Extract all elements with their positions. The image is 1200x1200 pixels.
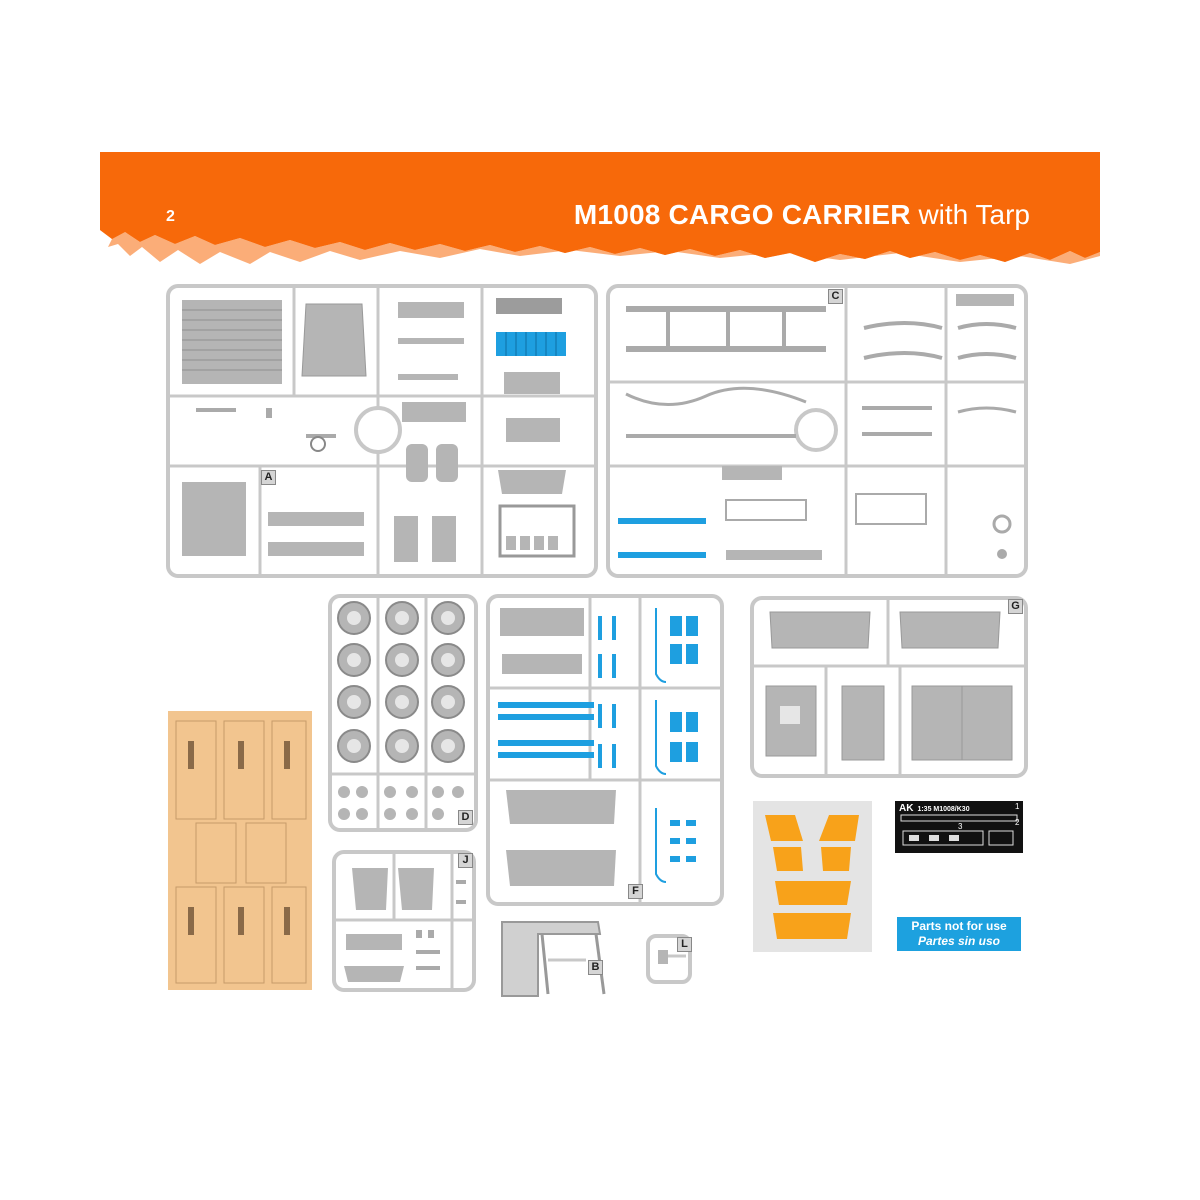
photoetch-drawing	[900, 814, 1018, 846]
clear-parts-panel	[753, 801, 872, 952]
sprue-b: B	[496, 916, 612, 1002]
blue-grille-part	[496, 332, 566, 356]
header-banner	[100, 152, 1100, 270]
sprue-a-drawing	[166, 284, 598, 578]
parts-not-for-use-badge: Parts not for use Partes sin uso	[897, 917, 1021, 951]
sprue-j-drawing	[332, 850, 476, 992]
sprue-c: C	[606, 284, 1028, 578]
sprue-l-drawing	[646, 934, 692, 984]
page-number: 2	[166, 208, 175, 225]
sprue-j: J	[332, 850, 476, 992]
sprue-c-drawing	[606, 284, 1028, 578]
sprue-b-drawing	[501, 921, 606, 997]
photoetch-brand: AK	[899, 803, 914, 814]
sprue-j-letter: J	[458, 853, 473, 868]
photoetch-number: 2	[1015, 818, 1020, 827]
sprue-l-letter: L	[677, 937, 692, 952]
sprue-b-letter: B	[588, 960, 603, 975]
banner-shape	[100, 152, 1100, 264]
photoetch-number: 3	[958, 822, 963, 831]
sprue-f-drawing	[486, 594, 724, 906]
page-title-suffix: with Tarp	[918, 199, 1030, 230]
sprue-f-letter: F	[628, 884, 643, 899]
photoetch-fret	[895, 801, 1023, 853]
sprue-d-drawing	[328, 594, 478, 832]
sprue-a-letter: A	[261, 470, 276, 485]
notice-spanish: Partes sin uso	[917, 934, 1001, 948]
blue-side-rails	[498, 616, 616, 768]
sprue-c-letter: C	[828, 289, 843, 304]
page-title: M1008 CARGO CARRIER with Tarp	[574, 199, 1030, 231]
sprue-a: A	[166, 284, 598, 578]
sprue-d: D	[328, 594, 478, 832]
blue-rod-part	[618, 552, 706, 558]
photoetch-model: 1:35 M1008/K30	[917, 806, 970, 813]
clear-parts-drawing	[765, 815, 859, 939]
decal-sheet	[168, 711, 312, 990]
decal-sheet-drawing	[175, 720, 307, 984]
notice-english: Parts not for use	[911, 919, 1007, 933]
sprue-d-letter: D	[458, 810, 473, 825]
sprue-g-letter: G	[1008, 599, 1023, 614]
sprue-l: L	[646, 934, 692, 984]
sprue-g: G	[750, 596, 1028, 778]
page-title-bold: M1008 CARGO CARRIER	[573, 199, 911, 230]
photoetch-number: 1	[1015, 802, 1020, 811]
blue-rod-part	[618, 518, 706, 524]
sprue-g-drawing	[750, 596, 1028, 778]
sprue-f: F	[486, 594, 724, 906]
